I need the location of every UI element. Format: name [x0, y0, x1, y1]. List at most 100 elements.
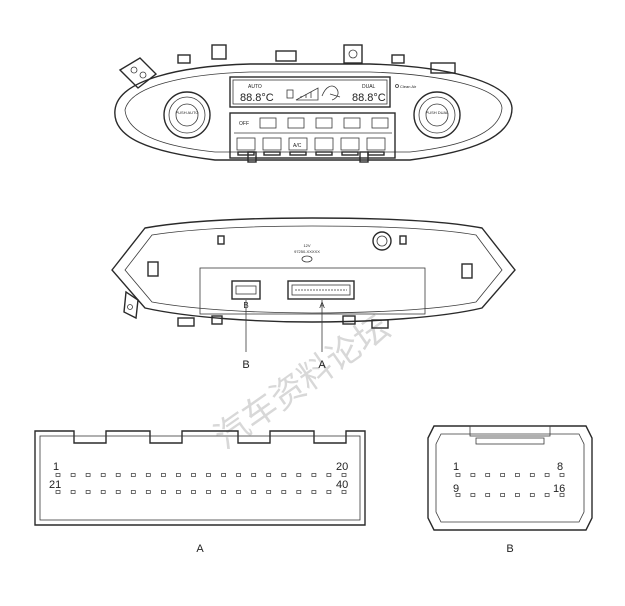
upper-button-row[interactable]: [259, 117, 389, 129]
airflow-mode-icon: [321, 85, 341, 101]
pin-cavity: [544, 473, 550, 477]
side-mount-tab: [123, 290, 139, 320]
pin-a-20: 20: [336, 461, 348, 473]
pin-cavity: [100, 490, 106, 494]
ac-button[interactable]: A/C: [293, 143, 302, 149]
pin-cavity: [236, 490, 241, 494]
pin-cavity: [55, 473, 61, 477]
pin-cavity: [311, 490, 317, 494]
pin-cavity: [206, 473, 211, 477]
pin-cavity: [266, 490, 272, 494]
pin-cavity: [455, 473, 461, 477]
pin-cavity: [500, 493, 505, 497]
right-temp-knob[interactable]: PUSH DUAL: [413, 91, 461, 139]
pin-cavity: [100, 473, 106, 477]
pin-cavity: [296, 473, 302, 477]
display-right-temp: 88.8°C: [352, 92, 386, 104]
connector-a-pin-grid: [55, 473, 347, 494]
display-auto-label: AUTO: [248, 84, 262, 90]
part-text-voltage: 12V: [303, 243, 310, 248]
pin-cavity: [485, 473, 491, 477]
pin-cavity: [145, 473, 151, 477]
pin-cavity: [191, 490, 196, 494]
pin-cavity: [326, 490, 332, 494]
display-left-temp: 88.8°C: [240, 92, 274, 104]
watermark-text: 汽车资料论坛: [207, 308, 397, 458]
top-tab: [343, 44, 363, 64]
pin-cavity: [281, 473, 287, 477]
pin-cavity: [529, 473, 535, 477]
pin-b-16: 16: [553, 483, 565, 495]
pin-cavity: [341, 490, 347, 494]
connector-b-pin-grid: [455, 473, 565, 497]
pin-cavity: [55, 490, 61, 494]
top-tab: [211, 44, 227, 60]
pin-cavity: [266, 473, 272, 477]
pin-cavity: [500, 473, 505, 477]
pin-cavity: [70, 473, 76, 477]
lower-button-row[interactable]: [236, 137, 386, 156]
pin-cavity: [176, 473, 181, 477]
top-tab: [275, 50, 297, 62]
panel-housing: [114, 63, 513, 161]
connector-a-socket[interactable]: [287, 280, 355, 300]
connector-b-caption: B: [506, 543, 513, 555]
pin-cavity: [529, 493, 535, 497]
pin-cavity: [161, 473, 166, 477]
pin-cavity: [191, 473, 196, 477]
connector-a-caption: A: [196, 543, 204, 555]
pin-cavity: [341, 473, 347, 477]
pin-cavity: [221, 473, 226, 477]
pin-a-40: 40: [336, 479, 348, 491]
display-dual-label: DUAL: [362, 84, 376, 90]
button-block: [229, 112, 396, 159]
connector-recess: [199, 267, 426, 315]
pin-b-9: 9: [453, 483, 459, 495]
pin-cavity: [470, 493, 476, 497]
pin-b-1: 1: [453, 461, 459, 473]
pin-b-8: 8: [557, 461, 563, 473]
lcd-display: [229, 76, 391, 108]
pin-cavity: [130, 473, 136, 477]
left-temp-knob[interactable]: PUSH AUTO: [163, 91, 211, 139]
connector-a-face: 1 20 21 40 A: [34, 430, 366, 555]
pin-a-1: 1: [53, 461, 59, 473]
left-mount-bracket: [118, 57, 158, 89]
connector-b-socket[interactable]: [231, 280, 261, 300]
connector-b-face: 1 8 9 16 B: [427, 425, 593, 555]
pin-cavity: [236, 473, 241, 477]
pin-cavity: [326, 473, 332, 477]
pin-cavity: [296, 490, 302, 494]
pin-cavity: [161, 490, 166, 494]
pin-cavity: [85, 490, 91, 494]
pin-cavity: [559, 493, 565, 497]
pin-cavity: [85, 473, 91, 477]
pin-cavity: [221, 490, 226, 494]
part-number: 97250-XXXXX: [294, 249, 320, 254]
rear-housing-outline: [111, 217, 516, 323]
fan-level-indicator: [286, 87, 319, 101]
off-button[interactable]: OFF: [239, 121, 249, 127]
rear-housing: 12V 97250-XXXXX B A B A: [111, 217, 516, 371]
pin-cavity: [130, 490, 136, 494]
pin-cavity: [470, 473, 476, 477]
front-control-panel: PUSH AUTO PUSH DUAL AUTO DUAL 88.8°C 88.…: [114, 44, 513, 163]
pin-cavity: [115, 473, 121, 477]
pin-cavity: [115, 490, 121, 494]
pin-cavity: [176, 490, 181, 494]
knob-right-label: PUSH DUAL: [426, 110, 450, 115]
pin-cavity: [311, 473, 317, 477]
brand-logo-icon: [301, 255, 313, 263]
pin-cavity: [559, 473, 565, 477]
pin-cavity: [455, 493, 461, 497]
pin-cavity: [206, 490, 211, 494]
pin-cavity: [485, 493, 491, 497]
pin-cavity: [145, 490, 151, 494]
pin-cavity: [515, 493, 520, 497]
connector-b-housing: [427, 425, 593, 531]
pin-a-21: 21: [49, 479, 61, 491]
connector-a-housing: [34, 430, 366, 526]
knob-left-label: PUSH AUTO: [175, 110, 198, 115]
